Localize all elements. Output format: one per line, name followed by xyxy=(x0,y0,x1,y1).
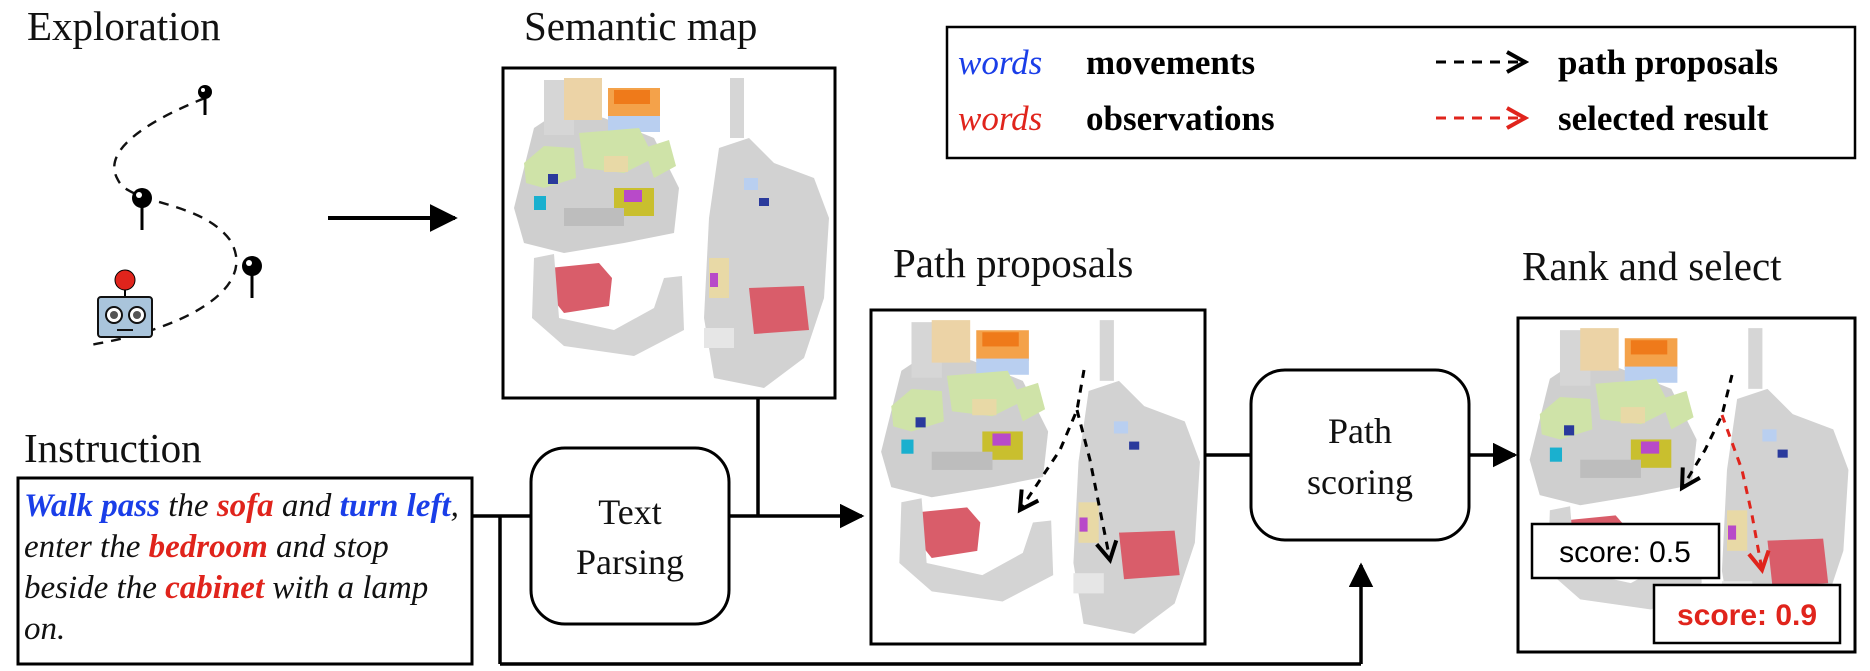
instruction-movement-turn: turn left xyxy=(339,488,451,524)
legend-movements-word: words xyxy=(958,43,1042,82)
rank-select-frame xyxy=(1516,316,1857,654)
legend-observations-word: words xyxy=(958,99,1042,138)
rank-select-title: Rank and select xyxy=(1522,243,1782,289)
proposal-path-2 xyxy=(1075,409,1110,560)
exploration-path xyxy=(89,96,238,347)
legend-movements-label: movements xyxy=(1086,43,1255,82)
instruction-movement-walk: Walk pass xyxy=(24,488,160,524)
score-high-box xyxy=(1652,583,1842,645)
exploration-title: Exploration xyxy=(27,3,221,49)
text-parsing-label-2: Parsing xyxy=(576,542,684,582)
path-scoring-label-2: scoring xyxy=(1307,462,1413,502)
waypoint-pin-icon xyxy=(242,256,262,298)
instruction-text-segment: the xyxy=(160,488,217,524)
instruction-observation-bedroom: bedroom xyxy=(148,529,268,565)
instruction-text-segment: and xyxy=(273,488,340,524)
semantic-map-image xyxy=(504,68,834,398)
proposal-path-1 xyxy=(1020,369,1086,510)
waypoint-pin-icon xyxy=(132,188,152,230)
path-proposals-image xyxy=(871,310,1205,644)
text-parsing-label-1: Text xyxy=(598,492,661,532)
instruction-text-segment: , enter the xyxy=(24,488,459,565)
robot-icon xyxy=(97,269,153,338)
instruction-title: Instruction xyxy=(24,425,202,471)
legend-box xyxy=(945,25,1857,160)
legend-selected-label: selected result xyxy=(1558,99,1769,138)
score-low-box xyxy=(1530,522,1721,580)
score-low: score: 0.5 xyxy=(1559,536,1691,569)
selected-path xyxy=(1720,414,1762,570)
text-parsing-box xyxy=(529,446,731,626)
instruction-text-segment: and stop beside the xyxy=(24,529,389,606)
path-scoring-box xyxy=(1249,368,1471,542)
path-proposals-title: Path proposals xyxy=(893,240,1133,286)
instruction-text: Walk pass the sofa and turn left, enter … xyxy=(24,486,464,650)
semantic-map-title: Semantic map xyxy=(524,3,757,49)
waypoint-pin-icon xyxy=(198,85,212,115)
instruction-box xyxy=(16,476,474,666)
instruction-observation-cabinet: cabinet xyxy=(165,570,265,606)
path-proposals-frame xyxy=(869,308,1207,646)
rejected-path xyxy=(1682,374,1734,488)
semantic-map-frame xyxy=(501,66,837,400)
score-high: score: 0.9 xyxy=(1677,599,1817,632)
legend-observations-label: observations xyxy=(1086,99,1275,138)
path-scoring-label-1: Path xyxy=(1328,411,1392,451)
instruction-observation-sofa: sofa xyxy=(216,488,274,524)
legend-proposals-label: path proposals xyxy=(1558,43,1778,82)
instruction-text-segment: with a lamp on. xyxy=(24,570,429,647)
